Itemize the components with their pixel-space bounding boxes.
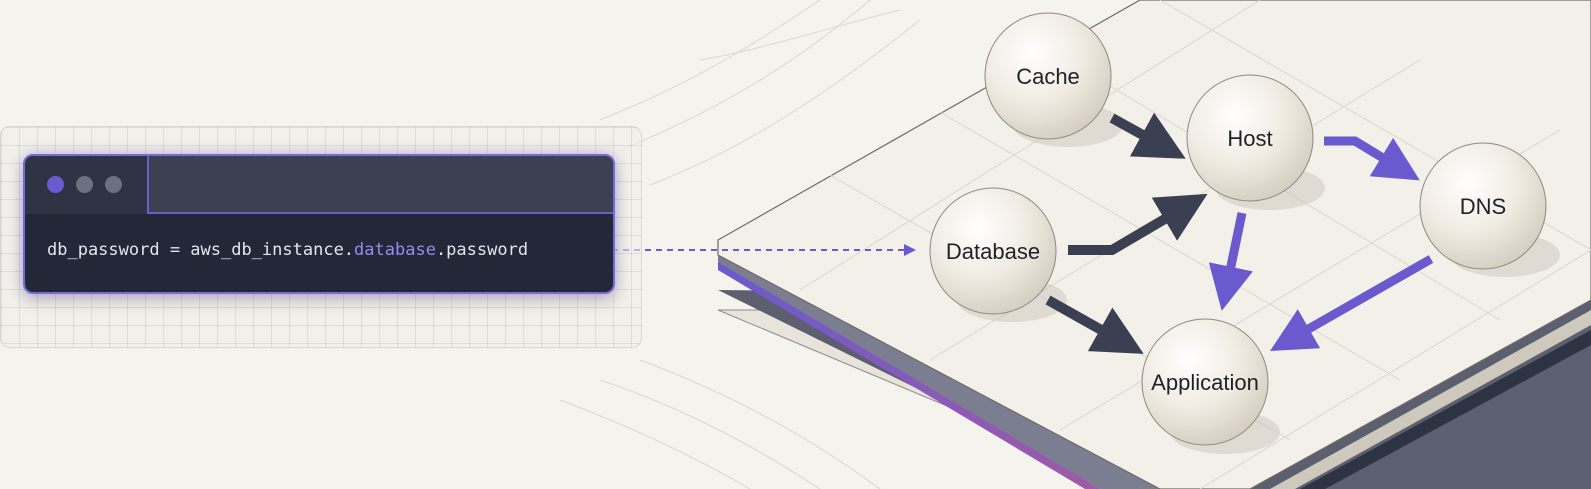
edge-database-host [1068,193,1208,255]
node-application[interactable]: Application [1141,318,1269,446]
code-window-titlebar [25,156,613,214]
edge-host-application [1208,212,1253,311]
code-suffix: .password [435,240,529,260]
node-dns[interactable]: DNS [1419,142,1547,270]
window-dot-accent-icon [47,176,64,193]
window-dot-icon [76,176,93,193]
code-window: db_password = aws_db_instance.database.p… [23,154,615,294]
code-window-tab [147,156,613,214]
window-dot-icon [105,176,122,193]
node-cache[interactable]: Cache [984,12,1112,140]
node-application-label: Application [1151,370,1259,395]
edge-host-dns [1324,136,1420,181]
platform [717,0,1591,489]
edges [1045,112,1434,354]
code-highlight: database [354,240,436,260]
node-dns-label: DNS [1460,194,1506,219]
node-host[interactable]: Host [1186,74,1314,202]
edge-database-application [1045,295,1144,354]
edge-cache-host [1109,112,1186,159]
code-line: db_password = aws_db_instance.database.p… [47,240,528,260]
code-prefix: db_password = aws_db_instance. [47,240,355,260]
edge-dns-application [1269,255,1434,352]
node-database[interactable]: Database [929,187,1057,315]
node-host-label: Host [1227,126,1272,151]
node-database-label: Database [946,239,1040,264]
node-cache-label: Cache [1016,64,1080,89]
